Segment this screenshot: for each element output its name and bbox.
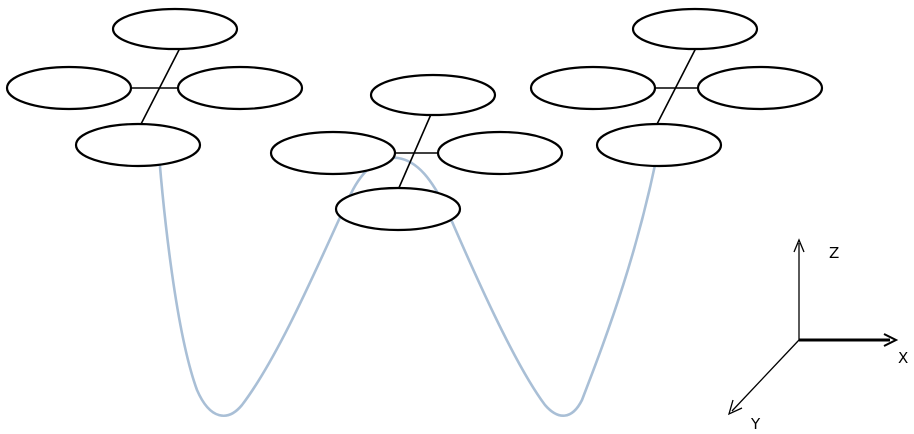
center-drone-rotor-front xyxy=(334,186,462,232)
center-drone-arm-diagonal xyxy=(397,111,433,191)
left-drone-rotor-left xyxy=(5,65,133,111)
coordinate-axes: Z X Y xyxy=(727,238,908,433)
z-axis-arrowhead xyxy=(793,238,805,253)
left-drone-rotor-front xyxy=(74,122,202,168)
x-axis-arrowhead xyxy=(883,333,899,347)
center-drone xyxy=(269,73,564,232)
center-drone-rotor-back xyxy=(369,73,497,117)
right-drone-rotor-left xyxy=(529,65,657,111)
left-drone-arm-diagonal xyxy=(138,45,182,129)
left-drone xyxy=(5,7,304,168)
z-axis-label: Z xyxy=(829,244,839,262)
right-drone-rotor-back xyxy=(631,7,759,51)
right-drone-arm-diagonal xyxy=(654,45,698,129)
left-drone-rotor-right xyxy=(176,65,304,111)
center-drone-rotor-left xyxy=(269,130,397,176)
right-drone xyxy=(529,7,824,168)
y-axis-line xyxy=(731,339,800,412)
right-drone-rotor-front xyxy=(595,122,723,168)
left-drone-rotor-back xyxy=(111,7,239,51)
center-drone-rotor-right xyxy=(436,130,564,176)
y-axis-arrowhead xyxy=(727,399,743,416)
x-axis-label: X xyxy=(898,349,908,367)
flight-trajectory xyxy=(155,127,664,417)
y-axis-label: Y xyxy=(750,415,761,433)
right-drone-rotor-right xyxy=(696,65,824,111)
